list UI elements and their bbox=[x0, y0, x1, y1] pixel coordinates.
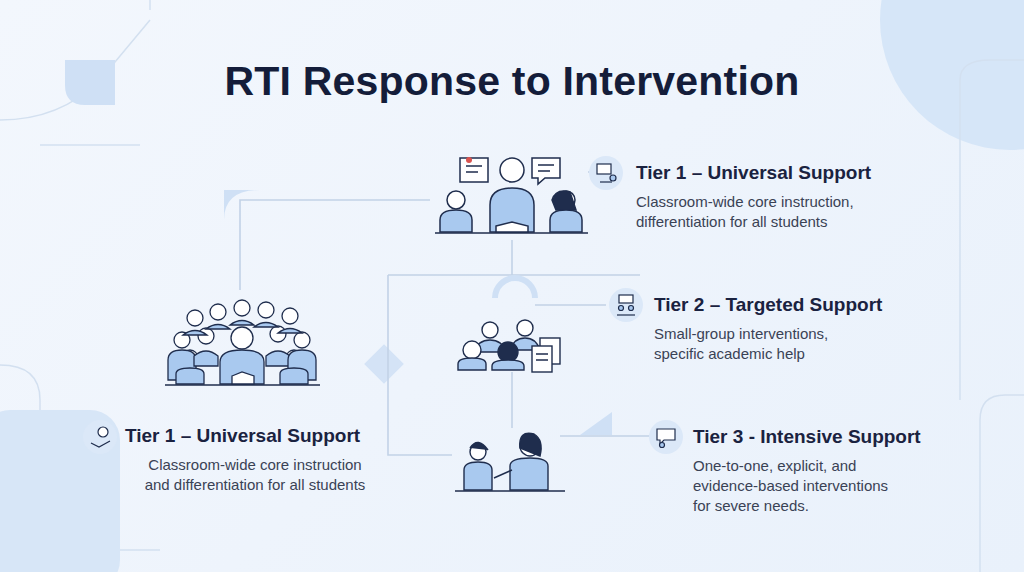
tier-heading: Tier 3 - Intensive Support bbox=[693, 424, 923, 450]
tier-heading: Tier 1 – Universal Support bbox=[636, 160, 906, 186]
diagram-title: RTI Response to Intervention bbox=[0, 58, 1024, 105]
tier-description: Small-group interventions, specific acad… bbox=[654, 324, 874, 364]
tier-heading: Tier 2 – Targeted Support bbox=[654, 292, 914, 318]
tier-heading: Tier 1 – Universal Support bbox=[125, 423, 385, 449]
tier-description: One-to-one, explicit, and evidence-based… bbox=[693, 456, 908, 516]
tier-description: Classroom-wide core instruction and diff… bbox=[144, 455, 366, 495]
tier-text-block: Tier 1 – Universal SupportClassroom-wide… bbox=[636, 160, 906, 232]
tier-text-block: Tier 2 – Targeted SupportSmall-group int… bbox=[654, 292, 914, 364]
tier-icons bbox=[83, 156, 683, 454]
small-group-illustration bbox=[458, 320, 560, 372]
connector-lines bbox=[240, 172, 650, 455]
classroom-illustration bbox=[435, 157, 588, 233]
tier-text-block: Tier 1 – Universal SupportClassroom-wide… bbox=[125, 423, 385, 495]
one-to-one-illustration bbox=[455, 433, 565, 491]
tier-description: Classroom-wide core instruction, differe… bbox=[636, 192, 906, 232]
crowd-illustration bbox=[165, 300, 320, 385]
tier-text-block: Tier 3 - Intensive SupportOne-to-one, ex… bbox=[693, 424, 923, 516]
